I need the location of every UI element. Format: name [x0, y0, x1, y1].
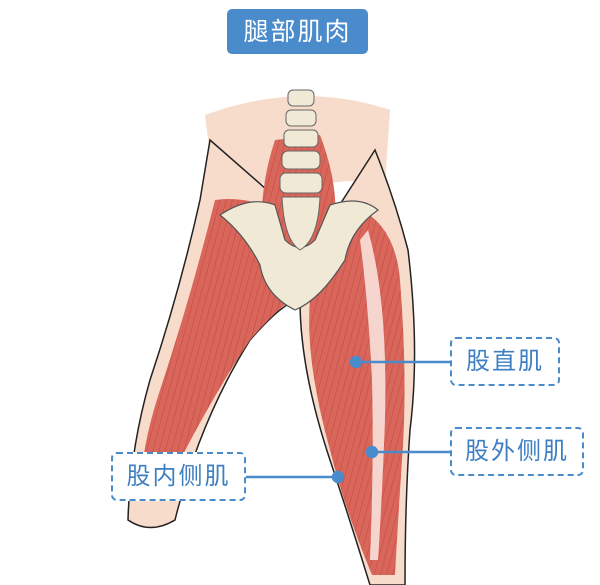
spine-bone: [279, 89, 323, 251]
diagram-title: 腿部肌肉: [227, 9, 368, 54]
label-vastus-lateralis: 股外侧肌: [450, 427, 584, 476]
pelvis-bone: [218, 200, 379, 311]
pointer-lines: [246, 355, 450, 484]
right-thigh-muscle: [140, 199, 300, 501]
label-vastus-medialis: 股内侧肌: [111, 452, 246, 501]
label-rectus-femoris: 股直肌: [450, 337, 560, 386]
tendon: [360, 230, 386, 560]
